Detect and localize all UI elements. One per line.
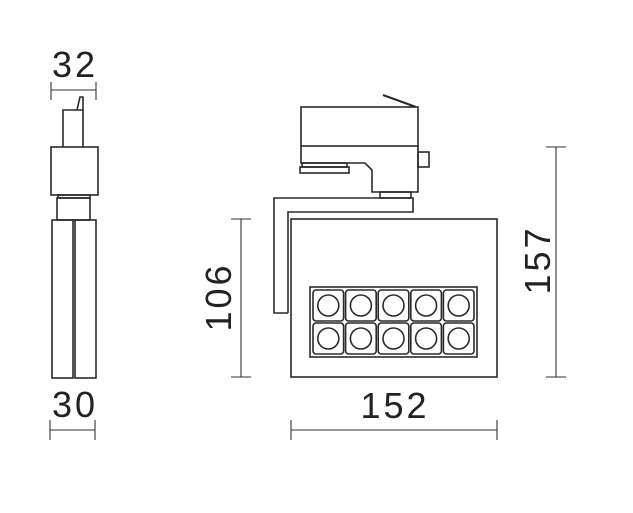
dim-label-157: 157 [517,225,558,294]
led-cell [442,289,475,322]
dim-label-152: 152 [360,385,429,426]
dim-label-32: 32 [52,44,98,85]
led-lens [447,294,471,317]
led-lens [414,294,438,317]
side-adapter [50,96,99,379]
led-lens [316,327,340,350]
led-lens [447,327,471,350]
side-view: 32 30 [49,44,99,440]
led-lens [382,327,405,350]
dim-line-32 [50,82,97,100]
dim-label-30: 30 [52,384,98,425]
led-cell [442,322,475,355]
lamp-head [290,218,498,378]
led-cell [409,322,443,355]
mounting-arm [273,197,414,314]
led-lens [316,294,340,317]
track-adapter [299,94,430,199]
dim-label-106: 106 [198,262,239,331]
led-cell [344,322,378,355]
led-lens [349,294,373,317]
led-array [309,286,478,358]
led-cell [344,289,378,322]
dim-line-106 [231,218,251,378]
dim-line-152 [290,420,498,440]
front-view: 152 106 157 [198,94,566,440]
led-lens [414,327,438,350]
led-cell [312,322,345,355]
dim-line-30 [49,420,96,440]
led-cell [377,322,410,355]
led-cell [377,289,410,322]
led-cell [409,289,443,322]
led-lens [382,294,405,317]
led-lens [349,327,373,350]
dim-line-157 [546,146,566,378]
led-cell [312,289,345,322]
